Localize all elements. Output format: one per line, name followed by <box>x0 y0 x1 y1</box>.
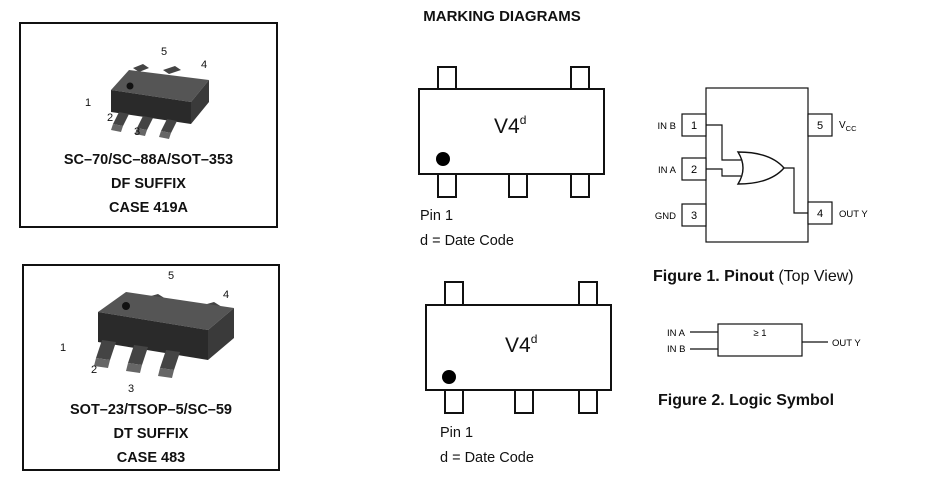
pin1-note: Pin 1 <box>420 208 454 224</box>
package-3d-drawing-sot23 <box>94 292 234 378</box>
package-suffix: DF SUFFIX <box>111 176 186 192</box>
marking-code: V4d <box>494 113 527 138</box>
pin-number: 3 <box>691 210 697 222</box>
pin-label: IN A <box>658 165 677 176</box>
package-name: SC–70/SC–88A/SOT–353 <box>63 152 234 168</box>
pin-label: 3 <box>134 126 141 138</box>
pin-label: 5 <box>168 270 175 282</box>
pin-label: 2 <box>107 112 114 124</box>
package-case: CASE 419A <box>109 200 188 216</box>
input-label: IN B <box>667 344 685 355</box>
figure-1-caption: Figure 1. Pinout (Top View) <box>653 268 854 285</box>
pin-label: 1 <box>60 342 67 354</box>
lead <box>437 172 457 198</box>
pin-label: 1 <box>85 97 92 109</box>
pin-label: 4 <box>201 59 208 71</box>
pin1-dot <box>442 370 456 384</box>
input-label: IN A <box>667 328 686 339</box>
lead <box>508 172 528 198</box>
pin-label: VCC <box>839 120 857 133</box>
date-code-note: d = Date Code <box>440 450 534 466</box>
lead <box>578 388 598 414</box>
function-label: ≥ 1 <box>753 328 766 339</box>
or-gate-icon <box>736 151 785 185</box>
pin-label: 5 <box>161 46 168 58</box>
pin1-dot <box>436 152 450 166</box>
pin-number: 1 <box>691 120 697 132</box>
package-name: SOT–23/TSOP–5/SC–59 <box>70 402 232 418</box>
pin-number: 5 <box>817 120 823 132</box>
marking-code: V4d <box>505 332 538 357</box>
pin-label: OUT Y <box>839 209 868 220</box>
lead <box>570 172 590 198</box>
pin-label: GND <box>655 211 676 222</box>
logic-symbol: IN A IN B ≥ 1 OUT Y <box>667 323 861 357</box>
pin-label: 2 <box>91 364 98 376</box>
figure-2-caption: Figure 2. Logic Symbol <box>658 392 835 409</box>
package-box-sot23: 5 4 1 2 3 SOT–23/TSOP–5/SC–59 DT SUFFIX … <box>22 264 280 471</box>
pin-label: 4 <box>223 289 230 301</box>
output-label: OUT Y <box>832 338 861 349</box>
package-case: CASE 483 <box>116 450 186 466</box>
package-3d-drawing-sc70 <box>111 64 209 139</box>
page-title: MARKING DIAGRAMS <box>423 8 581 25</box>
pin-number: 4 <box>817 208 823 220</box>
date-code-note: d = Date Code <box>420 233 514 249</box>
lead <box>514 388 534 414</box>
pin-label: IN B <box>658 121 676 132</box>
chip-top-view <box>425 304 612 391</box>
pin1-note: Pin 1 <box>440 425 474 441</box>
package-box-sc70: 5 4 1 2 3 SC–70/SC–88A/SOT–353 DF SUFFIX… <box>19 22 278 228</box>
pin-number: 2 <box>691 164 697 176</box>
lead <box>444 388 464 414</box>
pin-label: 3 <box>128 383 135 395</box>
package-suffix: DT SUFFIX <box>113 426 189 442</box>
pinout-diagram: 1 2 3 5 4 IN B IN A GND VCC OUT Y <box>655 87 868 243</box>
